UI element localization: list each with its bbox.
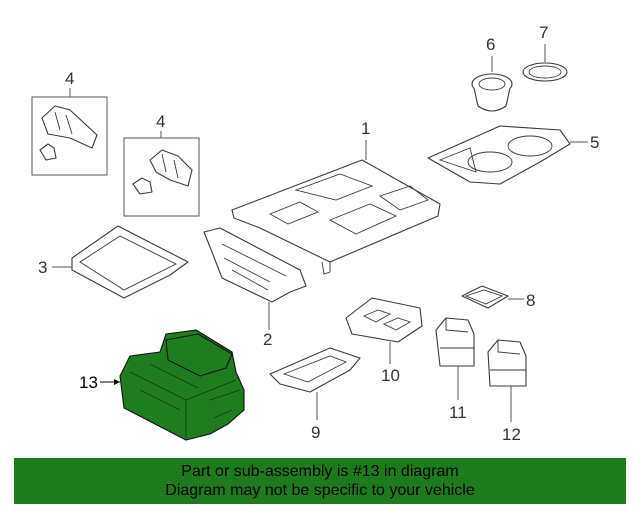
part-7-ring[interactable]	[522, 62, 568, 82]
part-2-bracket[interactable]	[203, 227, 307, 303]
callout-6: 6	[486, 35, 495, 54]
part-1-console[interactable]	[231, 159, 441, 275]
callout-11: 11	[449, 403, 467, 422]
callout-4-right: 4	[156, 112, 165, 131]
callout-10: 10	[381, 366, 400, 385]
callout-5: 5	[590, 133, 599, 152]
part-5-cupholder[interactable]	[427, 125, 571, 185]
banner-line-2: Diagram may not be specific to your vehi…	[165, 482, 475, 499]
callout-3: 3	[38, 258, 47, 277]
part-4-left[interactable]	[31, 96, 108, 176]
part-11-switch[interactable]	[435, 317, 475, 367]
part-9-tray[interactable]	[269, 347, 361, 393]
banner-line-1: Part or sub-assembly is #13 in diagram	[181, 463, 459, 480]
callout-4-left: 4	[65, 69, 74, 88]
part-10-switch-panel[interactable]	[345, 297, 423, 343]
callout-2: 2	[263, 330, 272, 349]
callout-12: 12	[502, 425, 521, 444]
callout-8: 8	[526, 291, 535, 310]
callout-7: 7	[539, 23, 548, 42]
parts-diagram: 4 4 3 2 1 5	[31, 23, 599, 444]
part-13-console-bin[interactable]	[119, 329, 245, 441]
callout-13: 13	[79, 373, 98, 392]
callout-9: 9	[311, 423, 320, 442]
callout-1: 1	[361, 119, 370, 138]
info-banner: Part or sub-assembly is #13 in diagram D…	[14, 458, 626, 504]
part-4-right[interactable]	[123, 137, 200, 217]
part-8-pad[interactable]	[461, 285, 509, 309]
part-3-liner[interactable]	[71, 225, 189, 299]
part-6-cup-insert[interactable]	[471, 73, 513, 112]
part-12-switch[interactable]	[487, 339, 527, 387]
